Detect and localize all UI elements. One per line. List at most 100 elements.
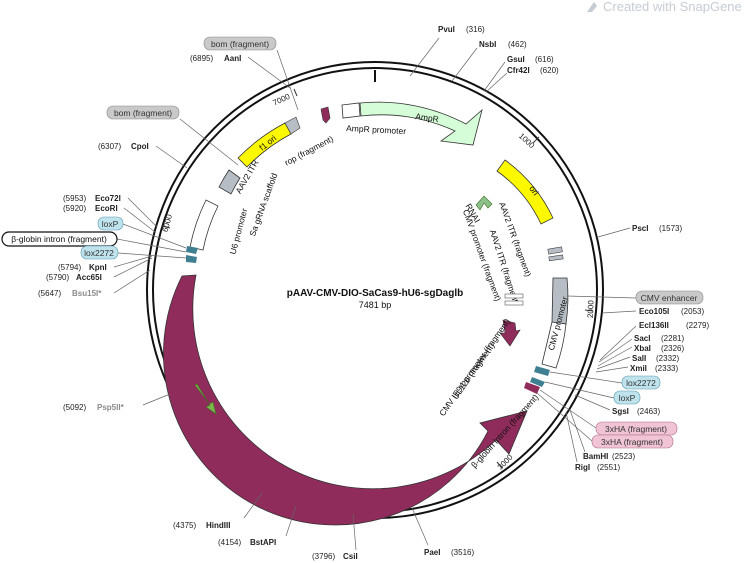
tag-bom-fragment-1[interactable] <box>203 36 277 51</box>
u6-promoter-label: U6 promoter <box>228 207 250 255</box>
aav2-itr-right-feature[interactable] <box>547 246 563 255</box>
site-name-hindiii[interactable]: HindIII <box>206 521 230 530</box>
site-name-paei[interactable]: PaeI <box>424 548 440 557</box>
site-name-psp5ii[interactable]: Psp5II* <box>97 403 125 412</box>
site-pos-hindiii: (4375) <box>173 521 196 530</box>
ori-feature[interactable] <box>496 159 554 225</box>
site-name-rigi[interactable]: RigI <box>575 463 590 472</box>
site-name-sgsi[interactable]: SgsI <box>612 407 629 416</box>
site-name-xmii[interactable]: XmiI <box>630 364 647 373</box>
cmv-promoter-feature[interactable] <box>541 321 567 369</box>
site-name-gsui[interactable]: GsuI <box>507 55 525 64</box>
ul126-label: UL126 (fragment) <box>450 341 496 401</box>
tag-lox2272-left[interactable] <box>80 245 119 260</box>
rop-label: rop (fragment) <box>283 133 335 167</box>
tag-bom-fragment-1-text: bom (fragment) <box>211 39 269 49</box>
site-line-cpoi <box>155 145 188 169</box>
site-line-hindiii <box>243 492 263 519</box>
ampr-promoter-feature[interactable] <box>341 102 361 119</box>
site-line-aani <box>247 56 291 89</box>
site-pos-bamhi: (2523) <box>612 452 635 461</box>
u6-promoter-feature[interactable] <box>189 199 219 251</box>
tag-line-3xha-1 <box>539 389 597 429</box>
site-name-bsu15i[interactable]: Bsu15I* <box>72 289 102 298</box>
lox2272-right-feature[interactable] <box>534 366 550 376</box>
tag-lox2272-right[interactable] <box>621 375 661 390</box>
site-line-xbai <box>597 346 633 367</box>
site-pos-acc65i: (5790) <box>46 273 69 282</box>
site-name-bamhi[interactable]: BamHI <box>583 452 608 461</box>
site-pos-pvui: (316) <box>466 25 485 34</box>
nls-feature[interactable] <box>194 383 217 415</box>
site-pos-ecl136ii: (2279) <box>686 321 709 330</box>
site-line-ecori <box>123 207 156 233</box>
cmv-promoter-frag-feature[interactable] <box>504 293 524 299</box>
loxp-right-feature[interactable] <box>530 377 545 387</box>
cmv-promoter-frag2-feature[interactable] <box>504 300 524 306</box>
loxp-left-feature[interactable] <box>186 246 198 254</box>
tag-lox2272-left-text: lox2272 <box>84 248 114 258</box>
tag-line-cmv-enhancer <box>566 295 637 299</box>
site-line-pvui <box>409 37 440 77</box>
site-pos-xbai: (2326) <box>661 344 684 353</box>
aav2-itr-right2-feature[interactable] <box>548 254 564 262</box>
site-name-xbai[interactable]: XbaI <box>634 344 651 353</box>
snapgene-logo-icon <box>587 2 597 12</box>
site-pos-eco105i: (2053) <box>681 307 704 316</box>
aav2-itr-left-feature[interactable] <box>218 169 241 195</box>
ha-tag-feature[interactable] <box>524 382 540 394</box>
site-name-ecori[interactable]: EcoRI <box>95 204 118 213</box>
site-pos-sgsi: (2463) <box>637 407 660 416</box>
tag-loxp-left[interactable] <box>97 216 124 231</box>
cas9-label: cas9 <box>297 455 316 467</box>
tag-lox2272-right-text: lox2272 <box>626 378 656 388</box>
tag-line-bom-1 <box>276 49 299 111</box>
tick-7000 <box>293 88 298 97</box>
tag-cmv-enhancer[interactable] <box>635 290 704 305</box>
tag-line-loxp-left <box>122 223 187 249</box>
site-pos-saci: (2281) <box>661 334 684 343</box>
ampr-feature[interactable] <box>359 101 483 146</box>
plasmid-name: pAAV-CMV-DIO-SaCas9-hU6-sgDaglb <box>287 288 464 299</box>
rop-feature[interactable] <box>320 106 331 124</box>
site-name-aani[interactable]: AanI <box>224 54 241 63</box>
tick-1000 <box>532 136 540 144</box>
lox2272-left-feature[interactable] <box>186 255 197 263</box>
tag-bglobin-intron-left[interactable] <box>1 231 118 247</box>
site-name-bstapi[interactable]: BstAPI <box>250 538 276 547</box>
site-name-kpni[interactable]: KpnI <box>89 263 107 272</box>
site-name-psci[interactable]: PscI <box>632 224 648 233</box>
feature-tags: bom (fragment) bom (fragment) loxP β-glo… <box>1 36 704 449</box>
cas9-feature[interactable] <box>163 274 528 526</box>
site-pos-eco72i: (5953) <box>63 194 86 203</box>
site-name-cpoi[interactable]: CpoI <box>131 142 149 151</box>
tick-6000 <box>161 225 171 229</box>
site-name-csii[interactable]: CsiI <box>343 552 358 561</box>
site-name-nsbi[interactable]: NsbI <box>479 40 496 49</box>
site-line-kpni <box>113 255 153 268</box>
site-name-acc65i[interactable]: Acc65I <box>76 273 102 282</box>
bom-fragment-feature[interactable] <box>284 116 301 135</box>
site-pos-aani: (6895) <box>190 54 213 63</box>
site-name-sali[interactable]: SalI <box>632 354 646 363</box>
site-pos-paei: (3516) <box>451 548 474 557</box>
site-name-saci[interactable]: SacI <box>634 334 650 343</box>
site-line-bsu15i <box>113 269 151 294</box>
tag-3xha-fragment-2[interactable] <box>591 434 674 449</box>
site-pos-kpni: (5794) <box>58 263 81 272</box>
site-line-nsbi <box>451 47 478 82</box>
cmv-ie94-feature[interactable] <box>499 319 521 347</box>
site-line-acc65i <box>113 257 153 278</box>
tag-loxp-right-text: loxP <box>619 393 636 403</box>
site-name-eco72i[interactable]: Eco72I <box>95 194 121 203</box>
rnai-feature[interactable] <box>475 195 493 211</box>
site-line-bamhi <box>569 409 586 453</box>
site-line-csii <box>352 513 357 551</box>
site-line-bstapi <box>285 505 297 537</box>
site-name-cfr42i[interactable]: Cfr42I <box>507 66 530 75</box>
tag-bom-fragment-2[interactable] <box>106 105 180 120</box>
site-name-eco105i[interactable]: Eco105I <box>639 307 669 316</box>
site-name-ecl136ii[interactable]: Ecl136II <box>639 321 669 330</box>
tag-loxp-right[interactable] <box>613 390 641 405</box>
site-name-pvui[interactable]: PvuI <box>438 25 455 34</box>
